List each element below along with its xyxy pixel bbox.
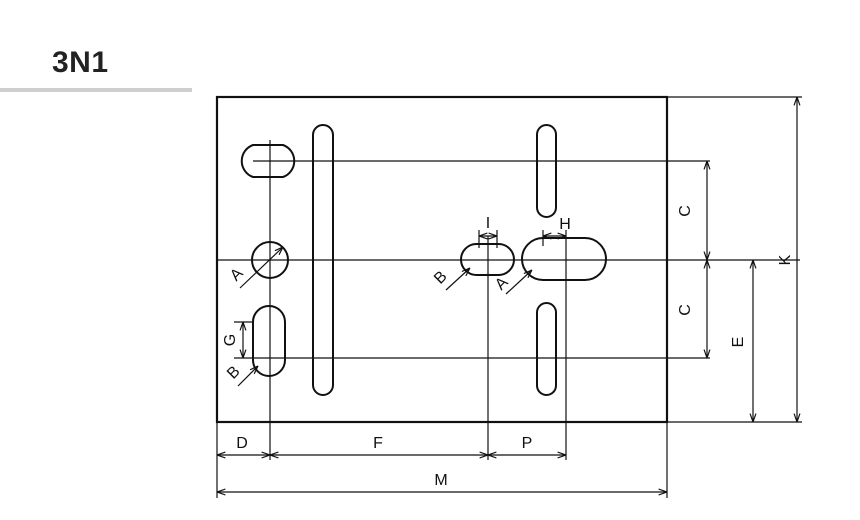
- label-d: D: [236, 435, 248, 452]
- label-b-left: B: [224, 363, 244, 383]
- page-title: 3N1: [52, 46, 109, 79]
- label-m: M: [434, 472, 447, 489]
- label-c-upper: C: [677, 205, 694, 217]
- slot-vertical-left: [252, 305, 286, 377]
- label-f: F: [373, 435, 383, 452]
- hole-top-left: [240, 144, 296, 178]
- label-c-lower: C: [677, 304, 694, 316]
- title-underline: [0, 88, 192, 92]
- leader-b-middle: [445, 268, 470, 291]
- label-h: H: [559, 216, 571, 233]
- plate-outline-group: [215, 95, 802, 498]
- label-p: P: [522, 435, 533, 452]
- label-a-left: A: [227, 265, 247, 285]
- slot-horizontal-right: [521, 237, 607, 281]
- slot-lower-right: [536, 302, 557, 396]
- leader-a-right: [505, 270, 532, 295]
- label-i: I: [486, 215, 490, 232]
- label-e: E: [730, 337, 747, 348]
- leader-b-left: [237, 366, 258, 387]
- label-b-middle: B: [431, 268, 451, 288]
- label-g: G: [222, 334, 239, 346]
- slot-upper-right: [536, 124, 557, 218]
- label-k: K: [777, 254, 794, 265]
- leader-a-left: [239, 247, 283, 289]
